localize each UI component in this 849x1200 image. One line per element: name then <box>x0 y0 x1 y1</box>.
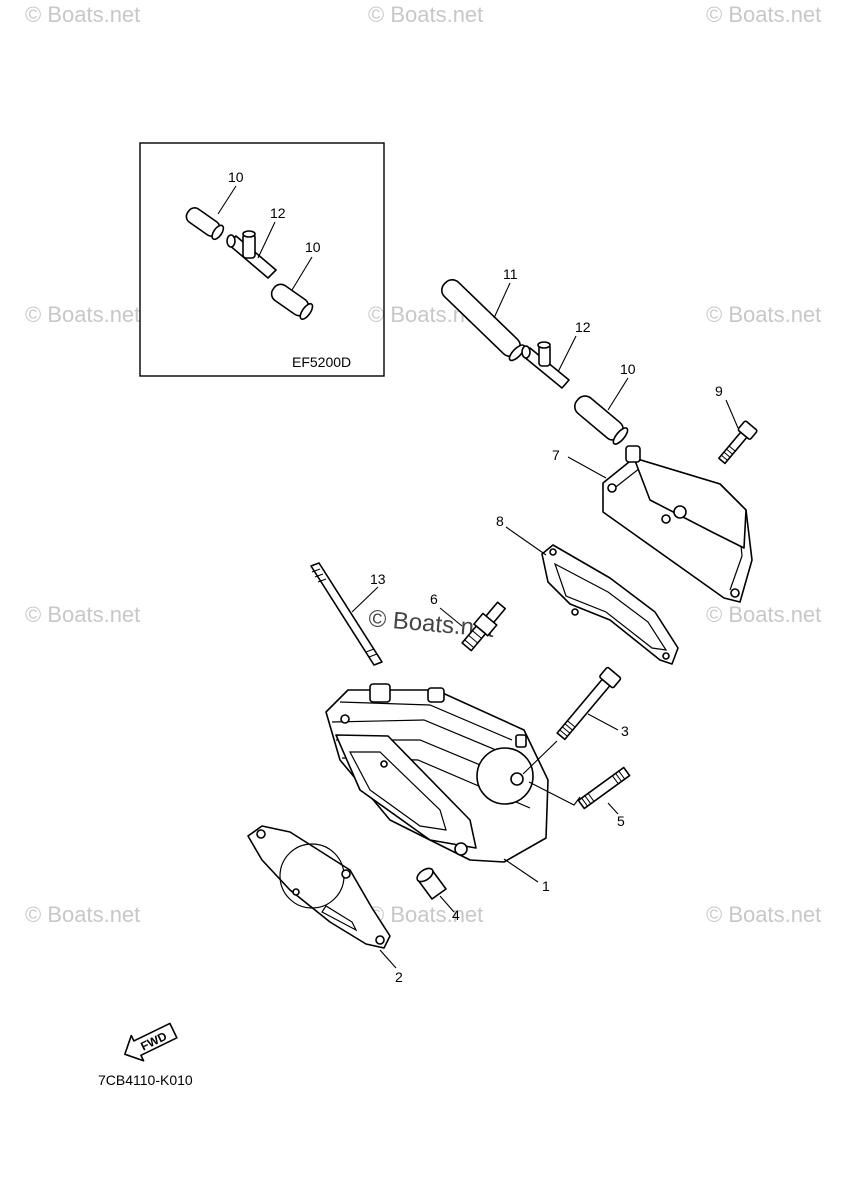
part-12-joint <box>521 341 570 389</box>
part-11-hose <box>441 278 526 362</box>
part-9-bolt <box>717 420 758 465</box>
part-10-hose <box>574 395 629 445</box>
leader-11 <box>493 282 511 319</box>
callout-6: 6 <box>430 591 438 607</box>
fwd-arrow-icon: FWD <box>124 1022 178 1062</box>
leader-7 <box>567 456 607 479</box>
part-13-stud-bolt <box>310 562 383 666</box>
callout-3: 3 <box>621 723 629 739</box>
watermark-bottom-center: © Boats.net <box>368 902 483 927</box>
inset-model-code: EF5200D <box>292 354 351 370</box>
leader-5-to-head <box>528 781 581 806</box>
callout-1: 1 <box>542 878 550 894</box>
watermark-bottom-right: © Boats.net <box>706 902 821 927</box>
watermark-top-center: © Boats.net <box>368 2 483 27</box>
part-1-cylinder-head <box>325 683 549 863</box>
inset-border <box>139 142 385 377</box>
callout-9: 9 <box>715 383 723 399</box>
inset-leader-12 <box>257 221 276 259</box>
inset-hose-10-lower <box>270 283 314 320</box>
leader-12 <box>557 335 577 373</box>
leader-2 <box>379 949 397 969</box>
inset-leader-10-lower <box>291 256 313 291</box>
leader-13 <box>351 586 379 613</box>
watermark-low-left: © Boats.net <box>25 602 140 627</box>
leader-5 <box>607 802 619 815</box>
part-7-head-cover <box>602 445 753 603</box>
leader-4 <box>439 895 455 913</box>
part-6-spark-plug <box>461 601 507 652</box>
callout-2: 2 <box>395 969 403 985</box>
callout-12: 12 <box>575 319 591 335</box>
watermark-mid-left: © Boats.net <box>25 302 140 327</box>
inset-callout-10-lower: 10 <box>305 239 321 255</box>
part-5-stud <box>577 766 631 810</box>
leader-3-to-head <box>522 740 558 775</box>
watermarks: © Boats.net © Boats.net © Boats.net © Bo… <box>25 2 821 927</box>
leader-3 <box>587 713 619 731</box>
watermark-bottom-left: © Boats.net <box>25 902 140 927</box>
part-4-dowel <box>416 867 447 900</box>
callout-10: 10 <box>620 361 636 377</box>
leader-10 <box>607 377 629 411</box>
watermark-mid-right: © Boats.net <box>706 302 821 327</box>
inset-joint-12 <box>226 230 277 279</box>
inset-hose-10-upper <box>185 207 225 241</box>
part-3-bolt <box>556 666 622 741</box>
inset-leader-10-upper <box>217 185 237 215</box>
diagram-code: 7CB4110-K010 <box>98 1072 193 1088</box>
part-2-head-gasket <box>247 825 391 949</box>
callout-8: 8 <box>496 513 504 529</box>
part-8-gasket <box>541 544 679 665</box>
callout-13: 13 <box>370 571 386 587</box>
leader-9 <box>725 399 739 429</box>
inset-callout-12: 12 <box>270 205 286 221</box>
watermark-low-right: © Boats.net <box>706 602 821 627</box>
inset-panel: 10 12 10 EF5200D <box>139 142 385 377</box>
callout-11: 11 <box>503 266 518 282</box>
leader-1 <box>503 858 539 883</box>
watermark-top-right: © Boats.net <box>706 2 821 27</box>
callout-5: 5 <box>617 813 625 829</box>
watermark-top-left: © Boats.net <box>25 2 140 27</box>
inset-callout-10-upper: 10 <box>228 169 244 185</box>
leader-8 <box>505 526 547 556</box>
leader-6 <box>439 607 463 627</box>
callout-7: 7 <box>552 447 560 463</box>
callout-4: 4 <box>452 907 460 923</box>
